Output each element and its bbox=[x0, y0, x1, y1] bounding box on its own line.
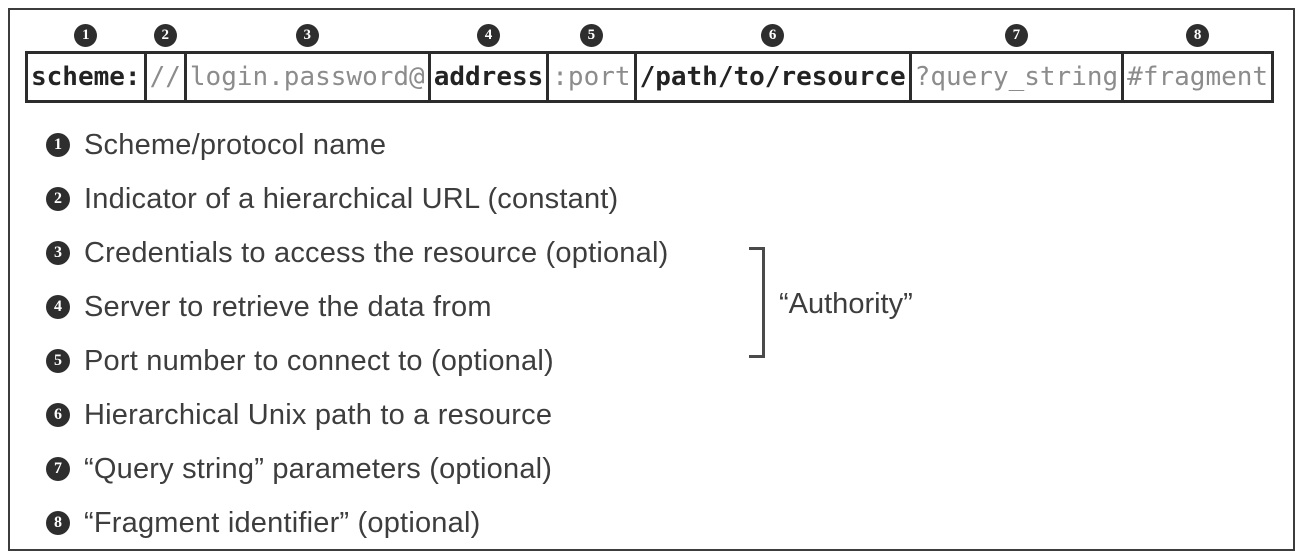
number-badge-3: 3 bbox=[295, 23, 319, 47]
legend-badge-2: 2 bbox=[46, 187, 70, 211]
authority-group-bracket bbox=[749, 247, 765, 358]
number-badge-4: 4 bbox=[476, 23, 500, 47]
url-structure-bar: 1 scheme: 2 // 3 login.password@ 4 addre… bbox=[25, 19, 1293, 103]
number-badge-7: 7 bbox=[1004, 23, 1028, 47]
segment-number-holder: 6 bbox=[634, 19, 912, 51]
legend-item-scheme: 1 Scheme/protocol name bbox=[46, 118, 1293, 172]
legend-item-port: 5 Port number to connect to (optional) bbox=[46, 334, 1293, 388]
legend-label: Port number to connect to (optional) bbox=[84, 344, 554, 377]
url-segment-path-box: /path/to/resource bbox=[633, 51, 912, 103]
legend-item-server: 4 Server to retrieve the data from bbox=[46, 280, 1293, 334]
number-badge-1: 1 bbox=[74, 23, 98, 47]
url-segment-credentials-box: login.password@ bbox=[183, 51, 431, 103]
url-segment-query-box: ?query_string bbox=[908, 51, 1125, 103]
url-segment-scheme-box: scheme: bbox=[25, 51, 147, 103]
url-segment-port: 5 :port bbox=[546, 19, 637, 103]
legend-item-query: 7 “Query string” parameters (optional) bbox=[46, 442, 1293, 496]
legend-item-indicator: 2 Indicator of a hierarchical URL (const… bbox=[46, 172, 1293, 226]
segment-number-holder: 8 bbox=[1121, 19, 1274, 51]
url-segment-scheme: 1 scheme: bbox=[25, 19, 147, 103]
legend-badge-5: 5 bbox=[46, 349, 70, 373]
url-segment-path: 6 /path/to/resource bbox=[633, 19, 912, 103]
number-badge-8: 8 bbox=[1186, 23, 1210, 47]
authority-group-label: “Authority” bbox=[779, 288, 913, 320]
legend-label: Hierarchical Unix path to a resource bbox=[84, 398, 553, 431]
segment-number-holder: 1 bbox=[25, 19, 147, 51]
legend-label: Scheme/protocol name bbox=[84, 128, 387, 161]
segment-number-holder: 3 bbox=[184, 19, 431, 51]
url-segment-query: 7 ?query_string bbox=[908, 19, 1125, 103]
legend-badge-8: 8 bbox=[46, 511, 70, 535]
number-badge-6: 6 bbox=[761, 23, 785, 47]
legend-badge-3: 3 bbox=[46, 241, 70, 265]
number-badge-2: 2 bbox=[153, 23, 177, 47]
legend-item-fragment: 8 “Fragment identifier” (optional) bbox=[46, 496, 1293, 550]
legend-label: Server to retrieve the data from bbox=[84, 290, 492, 323]
segment-number-holder: 7 bbox=[909, 19, 1125, 51]
legend-badge-4: 4 bbox=[46, 295, 70, 319]
url-segment-slashes: 2 // bbox=[143, 19, 187, 103]
url-segment-fragment-box: #fragment bbox=[1121, 51, 1275, 103]
legend-badge-1: 1 bbox=[46, 133, 70, 157]
segment-number-holder: 2 bbox=[144, 19, 187, 51]
url-segment-credentials: 3 login.password@ bbox=[183, 19, 431, 103]
legend: 1 Scheme/protocol name 2 Indicator of a … bbox=[46, 118, 1293, 550]
legend-label: “Query string” parameters (optional) bbox=[84, 452, 553, 485]
legend-badge-7: 7 bbox=[46, 457, 70, 481]
url-segment-port-box: :port bbox=[546, 51, 637, 103]
segment-number-holder: 5 bbox=[546, 19, 636, 51]
diagram-frame: 1 scheme: 2 // 3 login.password@ 4 addre… bbox=[8, 8, 1295, 551]
segment-number-holder: 4 bbox=[428, 19, 550, 51]
legend-label: Indicator of a hierarchical URL (constan… bbox=[84, 182, 619, 215]
url-segment-address-box: address bbox=[427, 51, 550, 103]
legend-item-credentials: 3 Credentials to access the resource (op… bbox=[46, 226, 1293, 280]
legend-label: “Fragment identifier” (optional) bbox=[84, 506, 481, 539]
number-badge-5: 5 bbox=[579, 23, 603, 47]
legend-label: Credentials to access the resource (opti… bbox=[84, 236, 669, 269]
legend-badge-6: 6 bbox=[46, 403, 70, 427]
legend-item-path: 6 Hierarchical Unix path to a resource bbox=[46, 388, 1293, 442]
url-segment-slashes-box: // bbox=[143, 51, 187, 103]
url-segment-fragment: 8 #fragment bbox=[1121, 19, 1275, 103]
url-segment-address: 4 address bbox=[427, 19, 550, 103]
